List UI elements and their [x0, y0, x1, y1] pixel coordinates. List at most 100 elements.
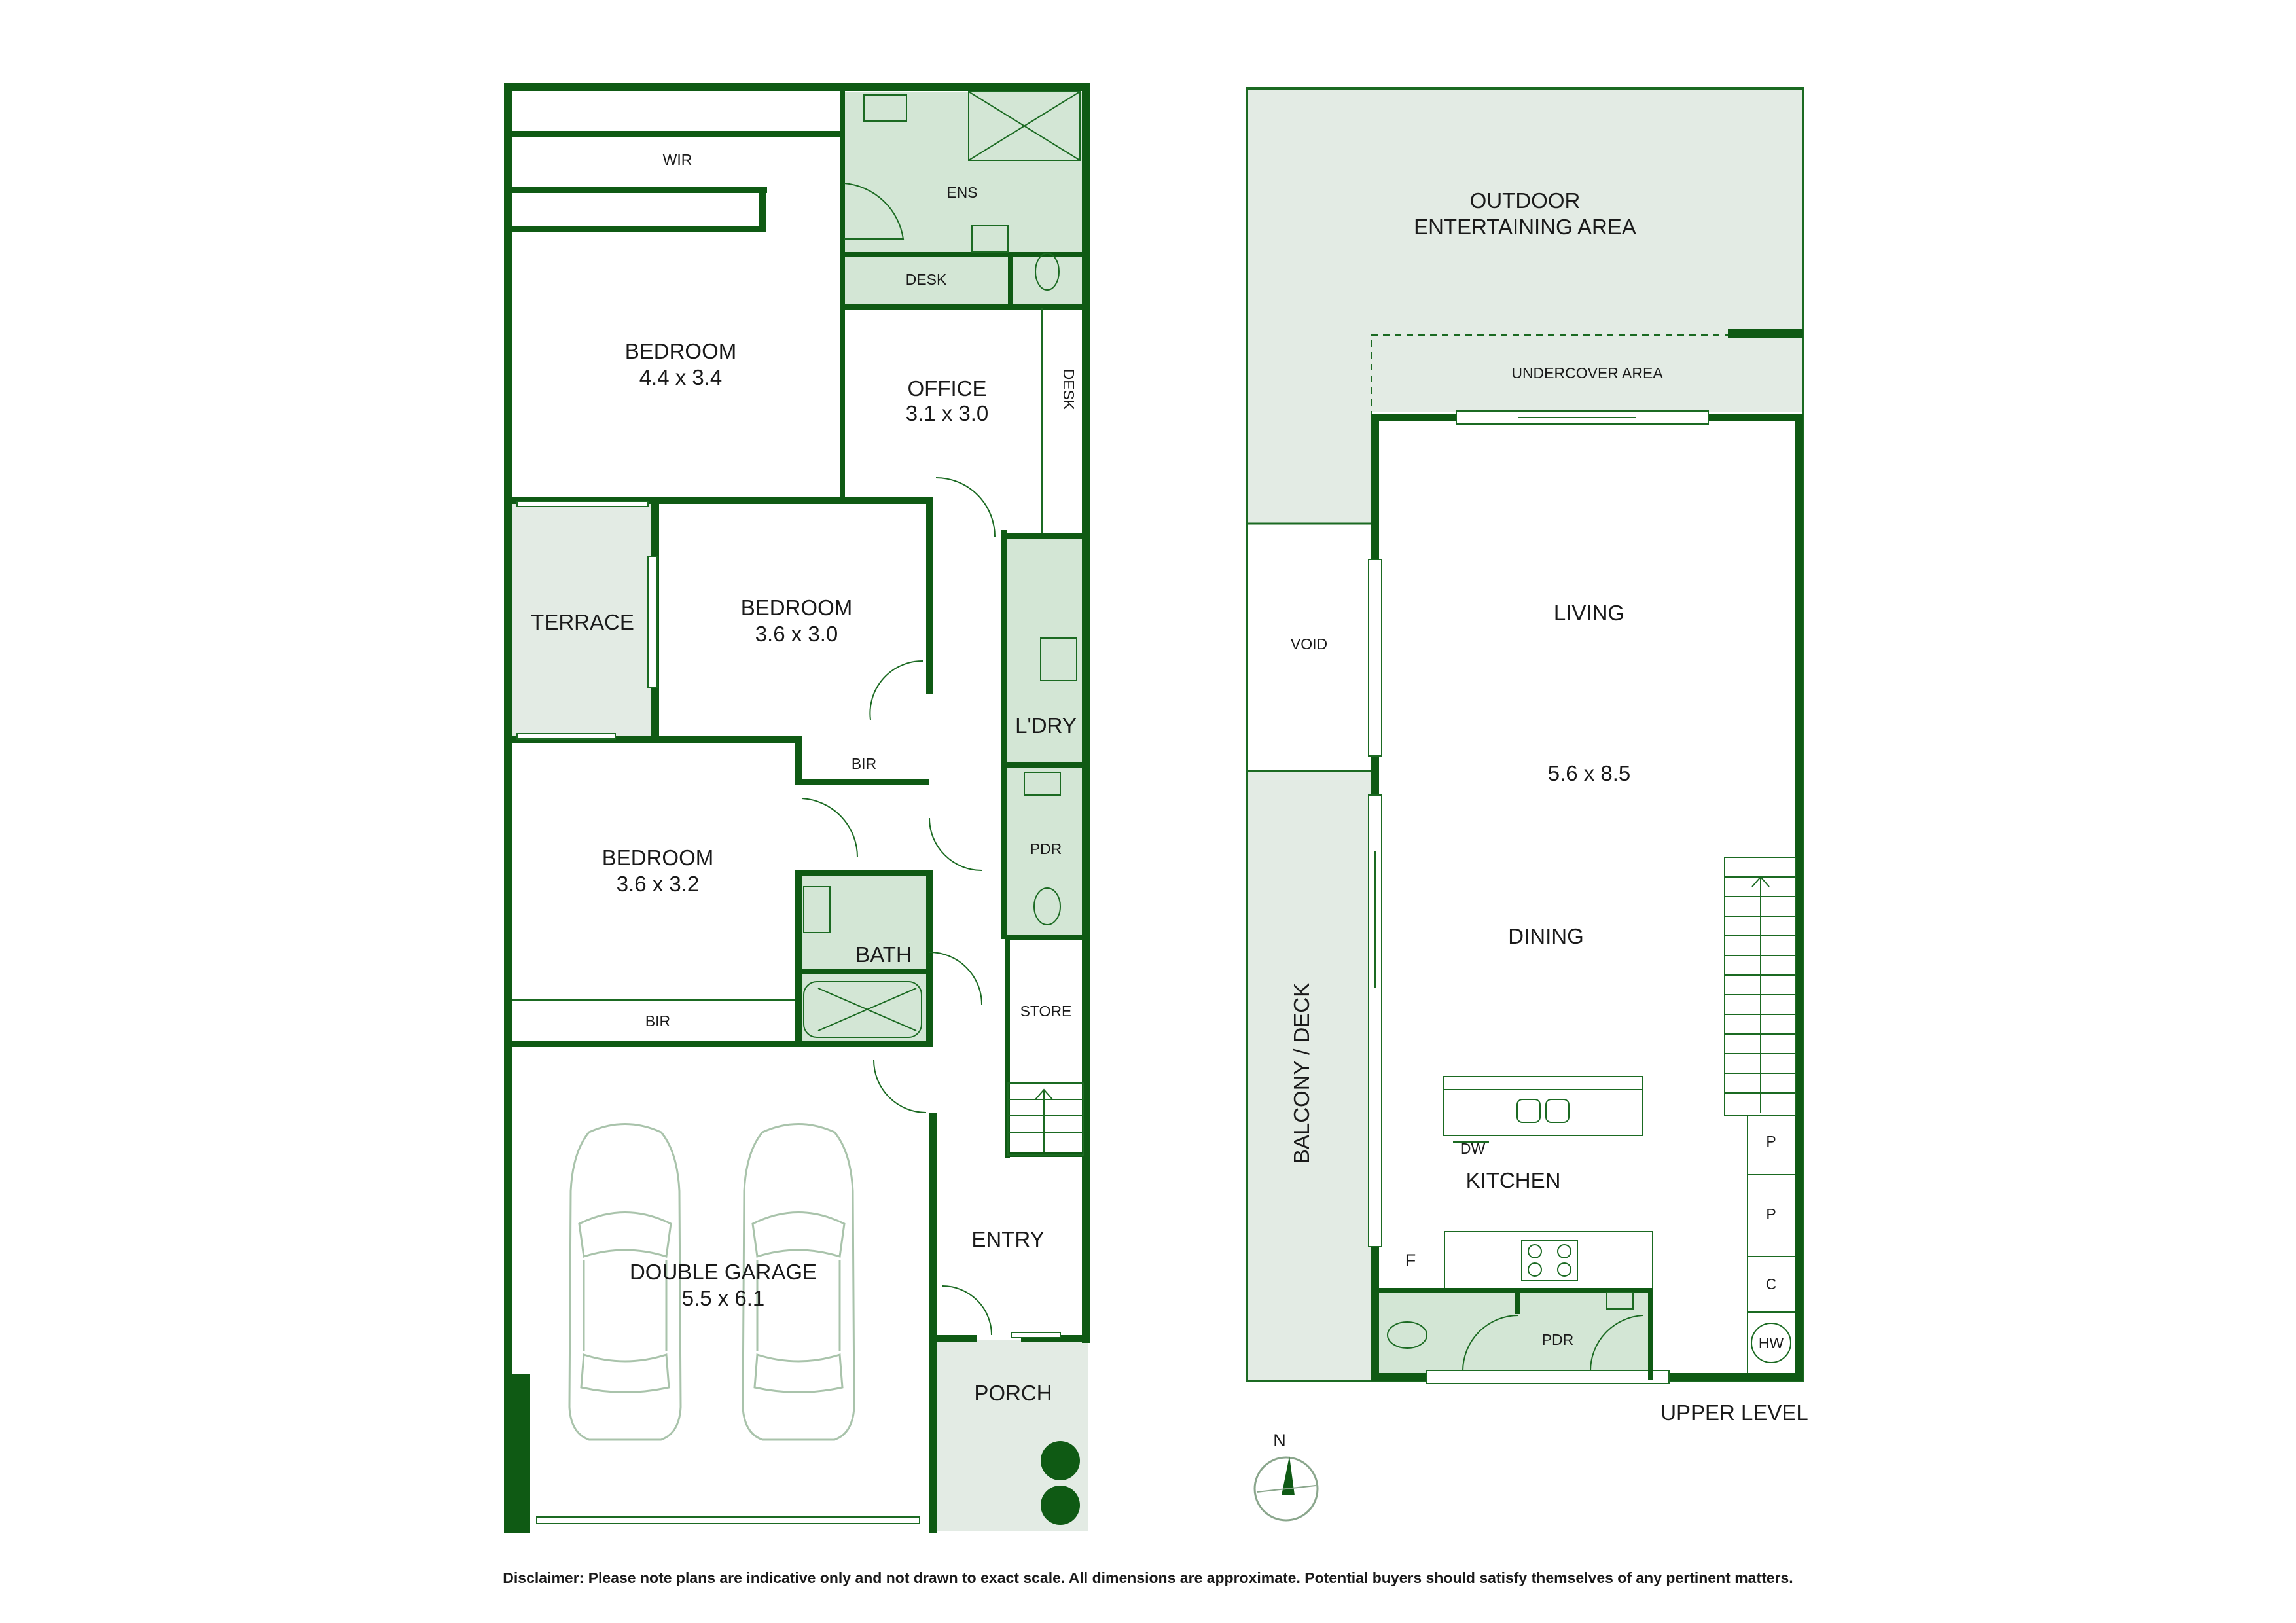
compass-cross	[1256, 1485, 1316, 1493]
wall-bath-west	[795, 870, 802, 1047]
shrub-2	[1041, 1486, 1080, 1525]
ens-shower	[968, 91, 1081, 161]
label-office: OFFICE	[908, 376, 987, 401]
wall-north	[504, 83, 1090, 91]
label-ens: ENS	[946, 184, 977, 201]
outdoor-lower-strip	[1247, 412, 1371, 524]
hot-water-unit	[1751, 1323, 1791, 1363]
ens-shower-x2	[968, 91, 1081, 161]
wall-east	[1082, 83, 1090, 1343]
bathtub	[803, 981, 922, 1038]
door-swing-entry	[942, 1285, 992, 1336]
wall-bir1-west	[795, 736, 802, 782]
upper-pdr-basin	[1606, 1292, 1634, 1310]
wall-bed1-bed2	[512, 497, 931, 504]
label-bedroom-1: BEDROOM	[625, 339, 737, 363]
label-living-dim: 5.6 x 8.5	[1548, 761, 1631, 785]
bath-vanity	[803, 886, 831, 933]
wall-living-east	[1795, 414, 1803, 1381]
label-bedroom-2: BEDROOM	[741, 596, 853, 620]
window-south	[1426, 1370, 1670, 1384]
label-wir: WIR	[663, 151, 692, 168]
label-undercover: UNDERCOVER AREA	[1511, 365, 1663, 382]
wall-bed1-office	[840, 91, 845, 503]
compass-north-label: N	[1273, 1431, 1286, 1450]
wall-bed2-east	[926, 497, 933, 694]
label-pdr-upper: PDR	[1542, 1331, 1574, 1348]
label-entry: ENTRY	[971, 1227, 1044, 1251]
label-dw: DW	[1460, 1140, 1486, 1157]
window-entry	[1011, 1332, 1061, 1338]
wall-garage-east	[929, 1113, 937, 1533]
label-desk-top: DESK	[906, 271, 947, 288]
label-terrace: TERRACE	[531, 610, 634, 634]
door-swing-garage	[873, 1060, 927, 1113]
powder-room	[1005, 766, 1083, 936]
laundry-tub	[1040, 637, 1077, 681]
cooktop	[1521, 1240, 1578, 1281]
label-desk-side: DESK	[1060, 369, 1077, 410]
wall-west	[504, 83, 512, 1533]
label-porch: PORCH	[974, 1381, 1052, 1405]
door-swing-upper-pdr-2	[1589, 1315, 1643, 1372]
label-bath: BATH	[855, 942, 912, 967]
wall-pdr-bottom	[1005, 935, 1083, 940]
label-bir-2: BIR	[645, 1012, 670, 1029]
door-swing-hall	[935, 477, 996, 537]
label-kitchen: KITCHEN	[1466, 1168, 1561, 1192]
wall-bir1-bottom	[795, 779, 929, 785]
stairs-upper	[1724, 857, 1796, 1116]
burner-4	[1557, 1262, 1571, 1277]
kitchen-island	[1443, 1076, 1643, 1136]
door-swing-pdr	[929, 817, 982, 871]
burner-2	[1557, 1244, 1571, 1258]
upper-level-plan: OUTDOOR ENTERTAINING AREA UNDERCOVER ARE…	[1246, 87, 1808, 1425]
label-pantry-2: P	[1766, 1205, 1776, 1222]
label-cupboard: C	[1766, 1275, 1777, 1293]
window-terrace-top	[516, 501, 649, 507]
label-bedroom-3: BEDROOM	[602, 846, 714, 870]
label-bedroom-2-dim: 3.6 x 3.0	[755, 622, 838, 646]
wall-desk-office	[844, 304, 1083, 310]
terrace-area	[511, 504, 651, 736]
label-balcony: BALCONY / DECK	[1289, 983, 1314, 1164]
label-outdoor-1: OUTDOOR	[1470, 188, 1581, 213]
label-pdr-lower: PDR	[1030, 840, 1062, 857]
ens-vanity	[863, 94, 907, 122]
label-upper-level: UPPER LEVEL	[1660, 1400, 1808, 1425]
ens-door-swing	[844, 183, 905, 240]
compass-needle-icon	[1282, 1456, 1295, 1495]
sliding-door-terrace	[647, 556, 658, 688]
label-bedroom-1-dim: 4.4 x 3.4	[639, 365, 723, 389]
lower-level-plan: WIR ENS DESK DESK OFFICE 3.1 x 3.0 BEDRO…	[504, 83, 1090, 1533]
label-fridge: F	[1405, 1251, 1416, 1270]
wall-bed3-garage	[512, 1041, 931, 1047]
label-outdoor-2: ENTERTAINING AREA	[1414, 215, 1636, 239]
sink-right	[1545, 1099, 1570, 1123]
sliding-door-balcony	[1368, 794, 1382, 1247]
wall-wir-end	[759, 187, 766, 232]
ensuite-room	[844, 92, 1086, 308]
door-swing-bed2	[869, 660, 924, 721]
wall-garage-pier	[504, 1374, 530, 1533]
label-living: LIVING	[1554, 601, 1624, 625]
door-swing-bed3	[801, 798, 859, 858]
label-bir-1: BIR	[852, 755, 876, 772]
wall-desk-end	[1008, 252, 1013, 308]
wall-undercover-end	[1728, 329, 1803, 338]
label-office-dim: 3.1 x 3.0	[906, 401, 989, 425]
label-store: STORE	[1020, 1003, 1072, 1020]
pdr-toilet	[1033, 887, 1061, 925]
balcony-deck	[1247, 771, 1371, 1380]
wall-laundry-bottom	[1005, 762, 1083, 768]
window-void	[1368, 559, 1382, 757]
wall-wir-bottom	[512, 226, 766, 232]
compass-ring	[1253, 1456, 1319, 1522]
label-dining: DINING	[1508, 924, 1584, 948]
laundry-room	[1005, 537, 1083, 766]
label-garage: DOUBLE GARAGE	[630, 1260, 817, 1284]
compass: N	[1253, 1431, 1319, 1522]
shrub-1	[1041, 1441, 1080, 1480]
label-garage-dim: 5.5 x 6.1	[682, 1286, 765, 1310]
